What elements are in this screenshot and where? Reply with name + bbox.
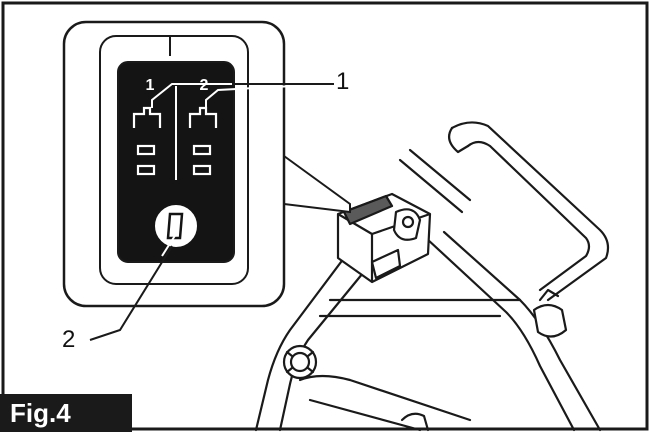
detail-inset: 1 2 — [62, 20, 334, 341]
leader-line-2 — [89, 245, 173, 341]
mower-handle-drawing — [254, 121, 610, 432]
battery-indicator-icon — [132, 106, 162, 176]
battery-check-button-icon — [155, 205, 197, 247]
switch-box-drawing — [336, 192, 432, 284]
callout-number-2: 2 — [62, 326, 76, 353]
battery-indicator-icon — [188, 106, 218, 176]
callout-number-1: 1 — [336, 68, 350, 95]
figure-label: Fig.4 — [0, 394, 132, 432]
channel-label-1: 1 — [146, 77, 155, 94]
channel-label-2: 2 — [200, 77, 209, 94]
